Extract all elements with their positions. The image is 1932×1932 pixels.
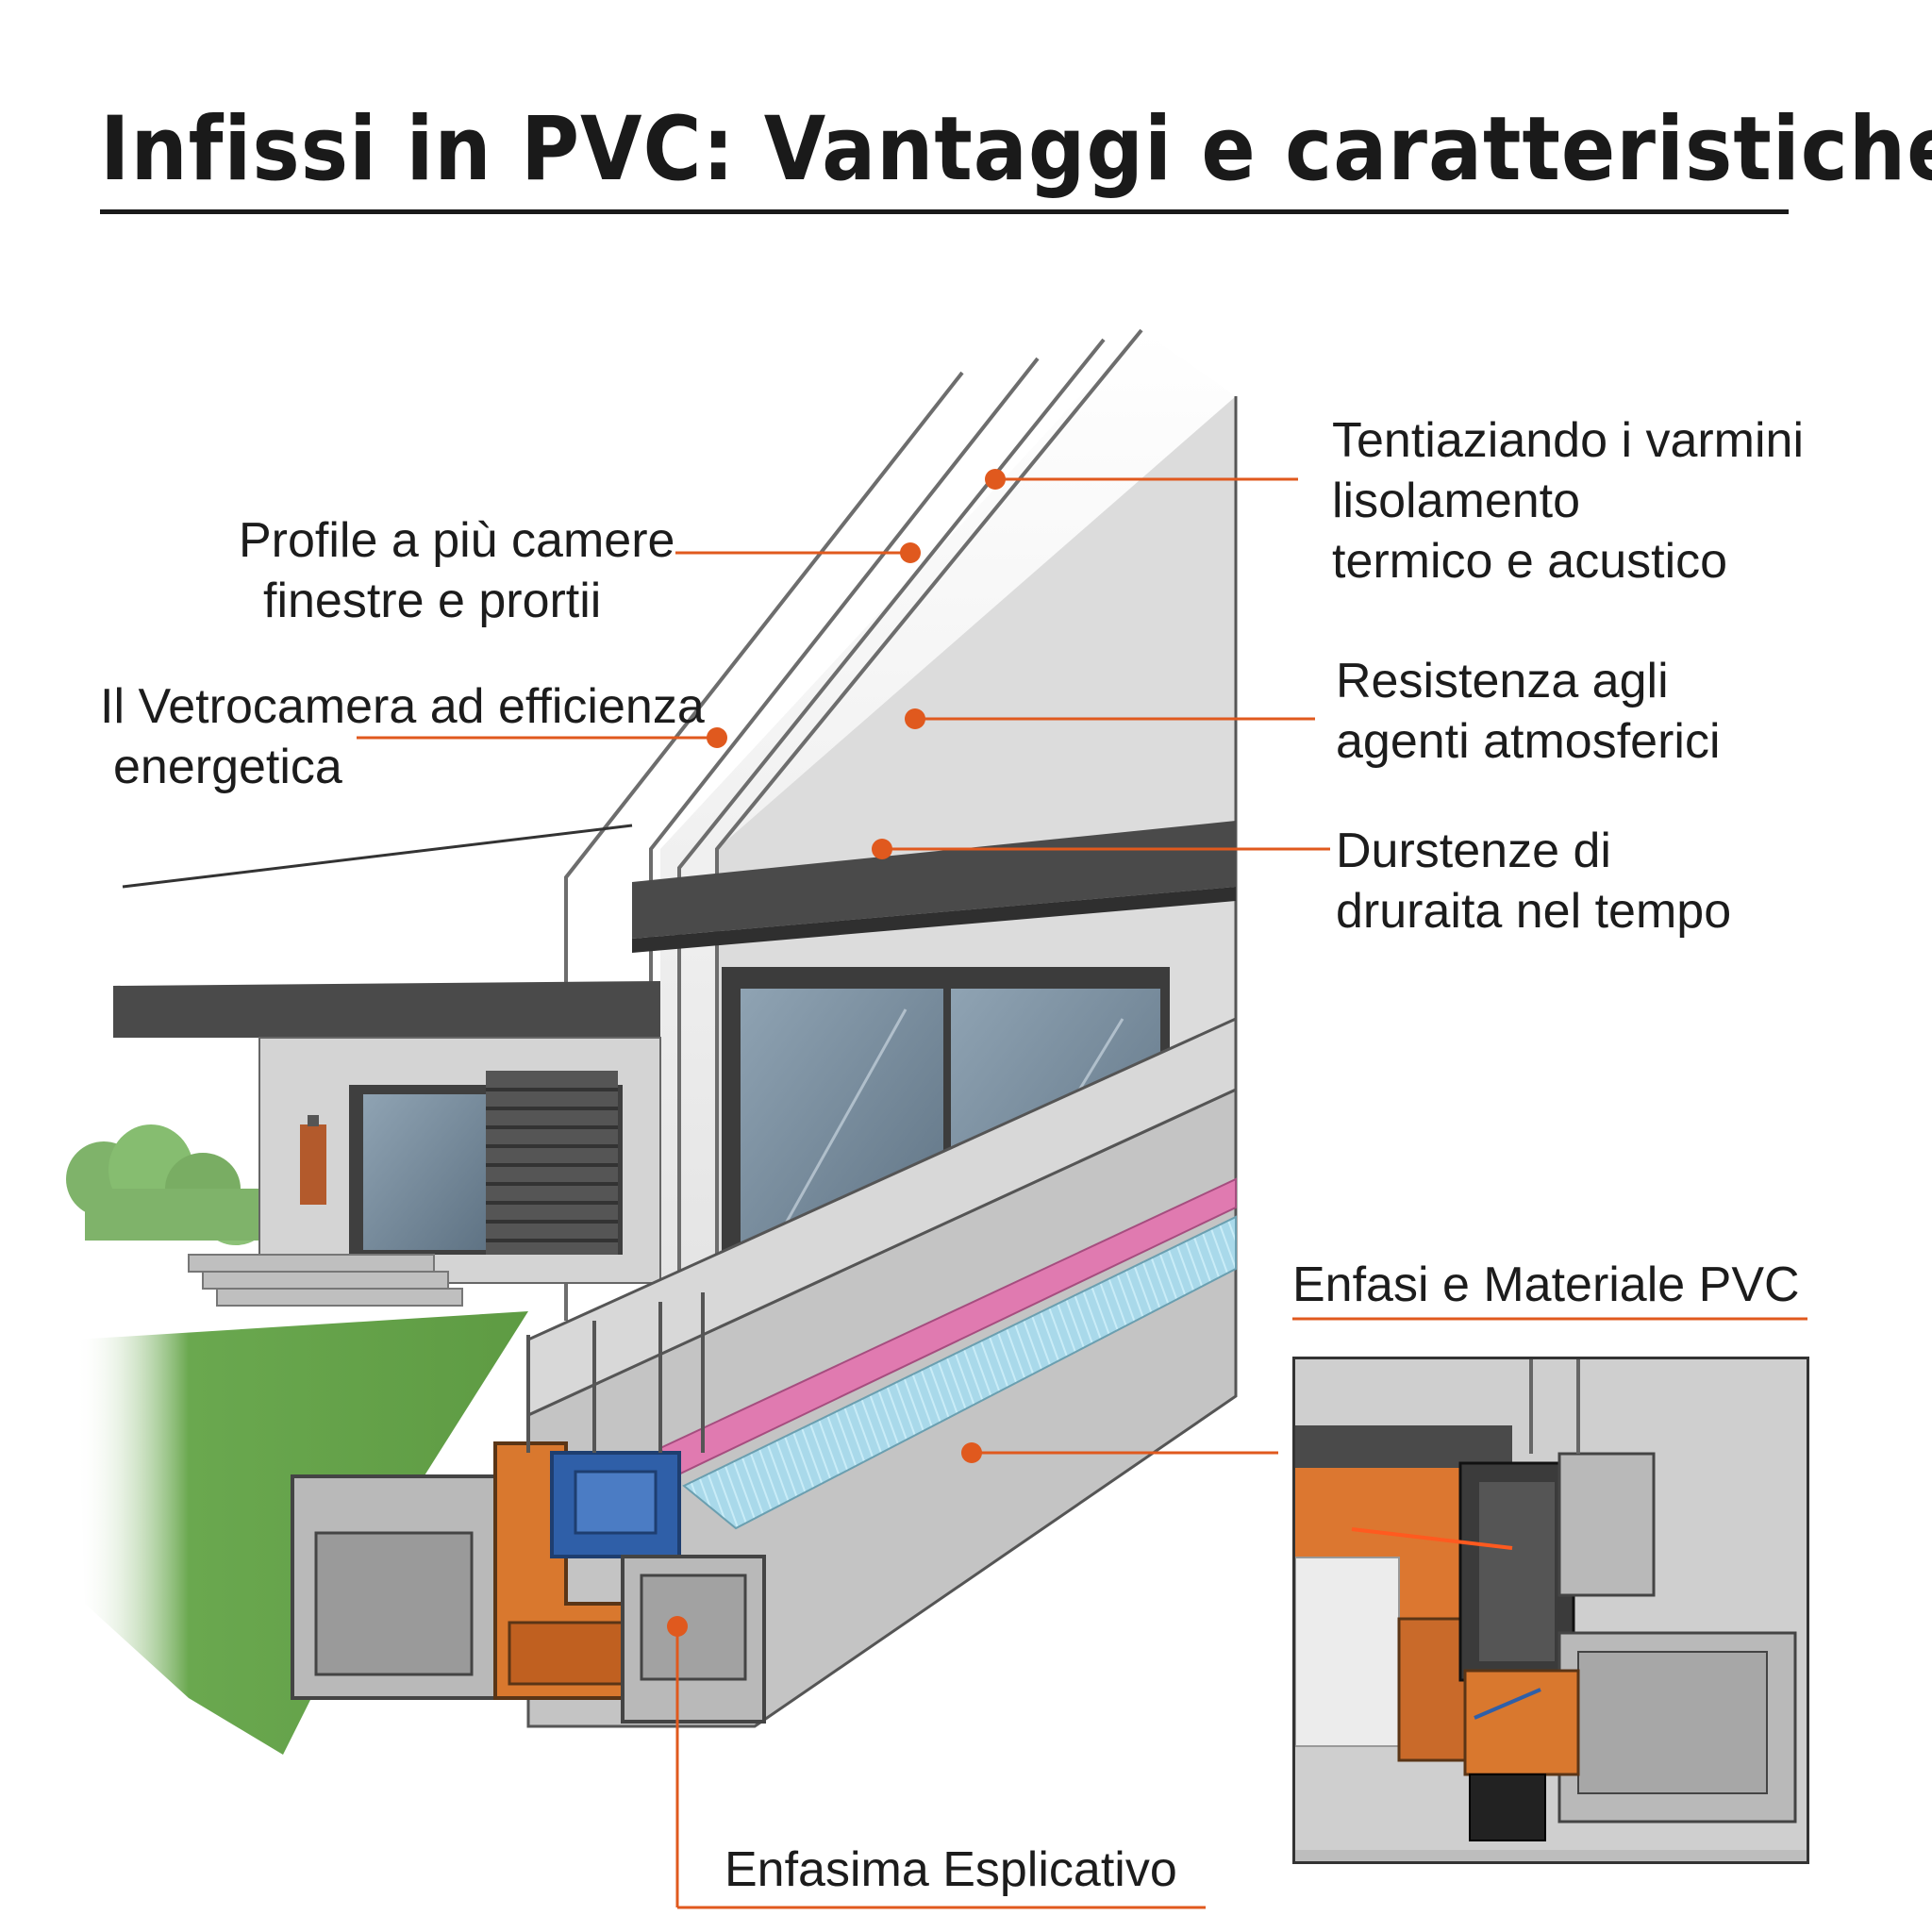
pvc-detail-drawing — [1295, 1359, 1807, 1861]
label-resistenza: Resistenza agli agenti atmosferici — [1336, 651, 1721, 772]
label-isolamento: Tentiaziando i varmini lisolamento termi… — [1332, 410, 1804, 591]
callout-dot-vetrocamera — [707, 727, 727, 748]
window-shutter — [486, 1071, 618, 1255]
pvc-frame-profile — [291, 1016, 1238, 1728]
label-isolamento-line-1: Tentiaziando i varmini — [1332, 413, 1805, 468]
label-durata-line-2: druraita nel tempo — [1336, 884, 1732, 939]
label-vetrocamera: Il Vetrocamera ad efficienza energetica — [100, 676, 705, 797]
callout-dot-resistenza — [905, 708, 925, 729]
label-profile-line-1: Profile a più camere — [239, 513, 675, 568]
callout-dot-profile — [900, 542, 921, 563]
house-lower-wing — [113, 981, 661, 1307]
callout-dot-esplicativo — [667, 1616, 688, 1637]
label-resistenza-line-1: Resistenza agli — [1336, 654, 1669, 708]
label-profile-line-2: finestre e prortii — [263, 574, 602, 628]
title-underline — [100, 209, 1789, 214]
label-isolamento-line-2: lisolamento — [1332, 474, 1581, 528]
label-isolamento-line-3: termico e acustico — [1332, 534, 1728, 589]
label-profile: Profile a più camere finestre e prortii — [239, 510, 675, 631]
page-title: Infissi in PVC: Vantaggi e caratteristic… — [100, 98, 1932, 201]
callout-dot-isolamento — [985, 469, 1006, 490]
callout-dot-durata — [872, 839, 892, 859]
label-resistenza-line-2: agenti atmosferici — [1336, 714, 1721, 769]
label-durata-line-1: Durstenze di — [1336, 824, 1611, 878]
label-durata: Durstenze di druraita nel tempo — [1336, 821, 1731, 941]
label-materiale-text: Enfasi e Materiale PVC — [1292, 1257, 1800, 1312]
label-vetrocamera-line-2: energetica — [113, 740, 342, 794]
title-block: Infissi in PVC: Vantaggi e caratteristic… — [100, 98, 1932, 202]
wall-lamp — [300, 1115, 326, 1205]
pvc-detail-inset — [1292, 1357, 1809, 1864]
bushes — [66, 1124, 269, 1245]
callout-dot-materiale — [961, 1442, 982, 1463]
label-materiale: Enfasi e Materiale PVC — [1292, 1255, 1800, 1315]
callouts — [357, 469, 1807, 1909]
label-esplicativo: Enfasima Esplicativo — [724, 1840, 1177, 1900]
entrance-steps — [188, 1254, 463, 1307]
label-vetrocamera-line-1: Il Vetrocamera ad efficienza — [100, 679, 705, 734]
label-esplicativo-text: Enfasima Esplicativo — [724, 1842, 1177, 1897]
